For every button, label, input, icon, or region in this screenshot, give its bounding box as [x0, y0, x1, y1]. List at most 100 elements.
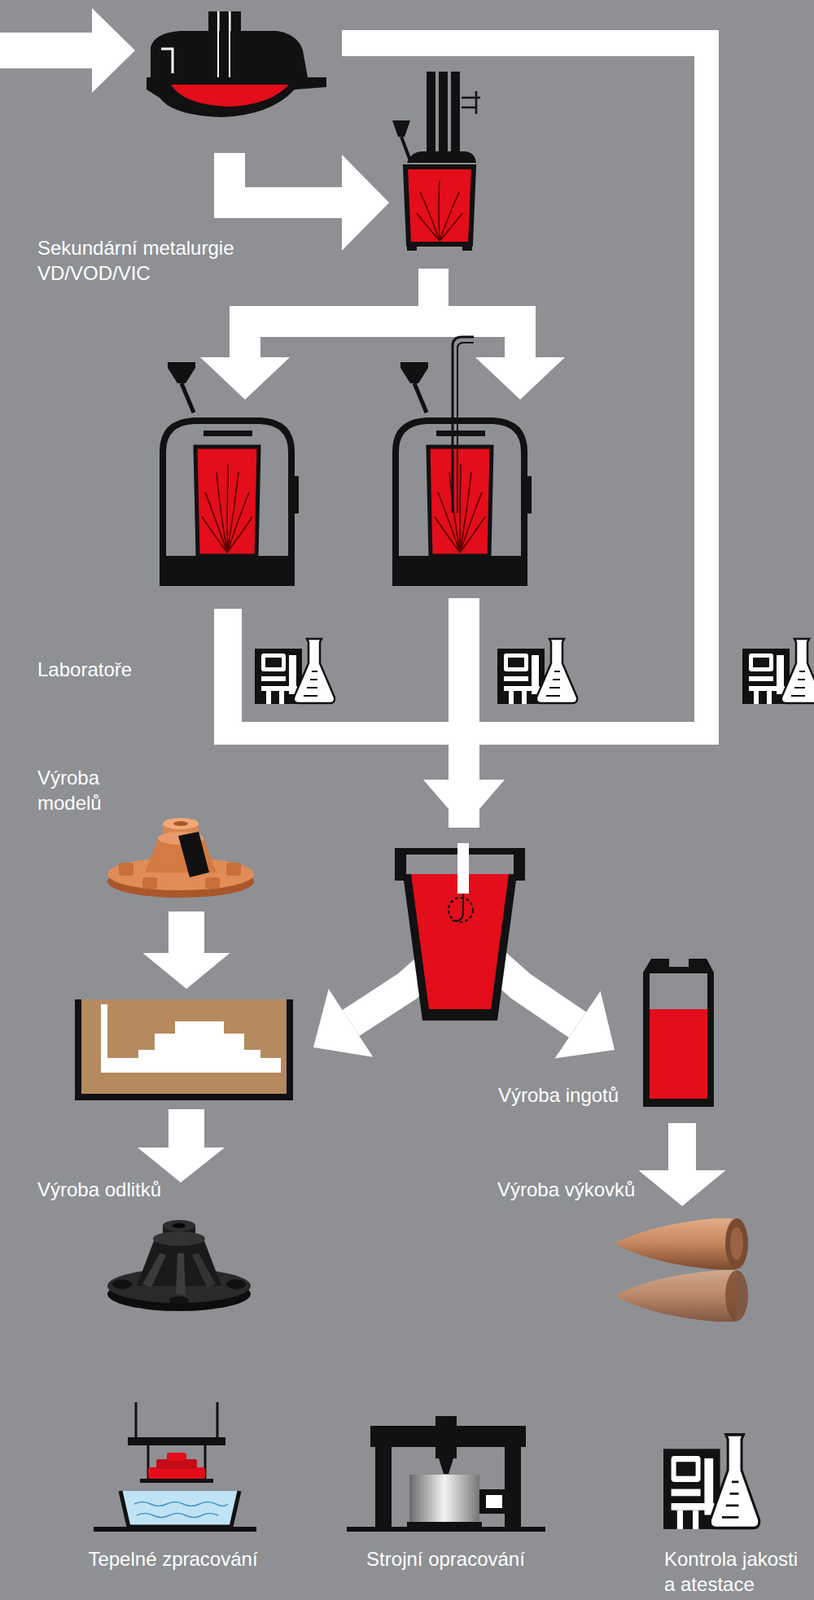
sand-mould	[100, 1004, 108, 1073]
forgings	[725, 1218, 749, 1270]
electric-arc-furnace	[146, 11, 327, 118]
teeming-ladle	[423, 779, 505, 828]
flow-arrow-layout	[214, 608, 242, 745]
stage-label: Kontrola jakosti a atestace	[664, 1546, 808, 1598]
pattern-model	[226, 862, 241, 876]
machining-icon	[479, 1489, 521, 1515]
teeming-ladle	[411, 874, 509, 1010]
machining-icon	[407, 1522, 482, 1528]
heat-treatment-icon	[120, 1491, 240, 1528]
laboratory-icon	[497, 638, 578, 705]
flow-arrow-layout	[200, 357, 290, 400]
casting	[153, 1231, 206, 1247]
row-label: Laboratoře	[37, 656, 132, 683]
flow-arrow-layout	[214, 722, 719, 745]
ladle-furnace	[407, 244, 417, 251]
flow-arrow-layout	[341, 30, 719, 57]
ladle-furnace	[462, 244, 473, 251]
electric-arc-furnace	[146, 77, 327, 118]
process-stage: Tepelné zpracování	[85, 1396, 261, 1600]
heat-treatment-icon	[216, 1402, 219, 1441]
electric-arc-furnace	[231, 11, 241, 80]
heat-treatment-icon	[166, 1452, 187, 1462]
stage-label: Strojní opracování	[325, 1546, 566, 1572]
ladle-furnace	[392, 120, 411, 137]
ladle-furnace	[426, 71, 436, 158]
stage-label: Výroba výkovků	[497, 1177, 661, 1203]
flow-arrow	[168, 911, 205, 954]
ladle-furnace	[438, 71, 448, 158]
teeming-ladle	[457, 843, 469, 894]
inflow-arrow	[0, 8, 136, 93]
pattern-model	[173, 821, 189, 827]
pattern-model	[178, 831, 210, 878]
flow-arrow-layout	[229, 306, 536, 337]
machining-icon	[346, 1416, 546, 1532]
process-stage: Výroba výkovků	[606, 1206, 753, 1321]
teeming-ladle	[452, 893, 464, 922]
process-stage: Výroba modelů	[32, 765, 265, 912]
forgings	[725, 1270, 749, 1322]
process-stage: Výroba odlitků	[32, 989, 314, 1319]
heat-treatment-icon	[148, 1467, 206, 1480]
teeming-ladle	[394, 779, 526, 1021]
machining-icon	[485, 1495, 503, 1509]
electric-arc-furnace	[170, 84, 289, 107]
process-stage: Sekundární metalurgie VD/VOD/VIC	[32, 65, 542, 599]
ingot-mould	[643, 958, 714, 1108]
pattern-model	[162, 818, 199, 830]
stage-label: Výroba ingotů	[498, 1082, 645, 1108]
forgings	[614, 1218, 749, 1322]
oxygen-lance	[452, 336, 474, 513]
casting	[142, 1253, 167, 1288]
flow-arrow-layout	[214, 153, 390, 251]
pattern-model	[142, 877, 158, 889]
process-stage: Výroba ingotů	[614, 956, 721, 1124]
heat-treatment-icon	[93, 1402, 257, 1532]
pattern-model	[205, 877, 220, 889]
electric-arc-furnace	[161, 48, 173, 74]
flow-arrow-layout	[504, 325, 536, 360]
flow-arrow-layout	[229, 325, 261, 360]
stage-label: Sekundární metalurgie VD/VOD/VIC	[37, 235, 258, 286]
ladle-furnace	[405, 166, 474, 245]
flow-arrow	[668, 1123, 696, 1171]
laboratory-icon	[254, 638, 335, 705]
pattern-model	[107, 818, 254, 898]
sand-mould	[107, 1021, 281, 1073]
casting	[107, 1220, 251, 1312]
laboratory-icon	[742, 638, 814, 705]
vacuum-vessel	[392, 362, 532, 587]
heat-treatment-icon	[93, 1527, 257, 1532]
sand-mould	[78, 999, 290, 1098]
flow-arrow-layout	[475, 357, 565, 400]
electric-arc-furnace	[208, 11, 219, 80]
heat-treatment-icon	[120, 1491, 240, 1528]
casting	[192, 1253, 216, 1288]
flow-arrow-layout	[694, 30, 719, 745]
inflow-arrow	[0, 8, 136, 93]
forgings	[614, 1218, 737, 1270]
ladle-furnace	[392, 71, 481, 251]
flow-arrow-layout	[137, 1147, 225, 1183]
heat-treatment-icon	[134, 1502, 228, 1519]
ingot-mould	[649, 1009, 708, 1099]
sand-mould	[78, 999, 290, 1098]
flow-arrow-layout	[137, 1109, 225, 1183]
oxygen-lance	[457, 342, 474, 513]
heat-treatment-icon	[135, 1402, 138, 1441]
quality-control-icon	[663, 1435, 760, 1530]
heat-treatment-icon	[127, 1437, 226, 1446]
stage-label: Tepelné zpracování	[52, 1546, 294, 1572]
forgings	[730, 1227, 744, 1261]
machining-icon	[409, 1474, 480, 1524]
machining-icon	[438, 1458, 454, 1475]
casting	[112, 1279, 132, 1290]
flow-arrow-layout	[200, 30, 719, 745]
electric-arc-furnace	[218, 11, 230, 80]
oxygen-lance	[452, 336, 474, 513]
pattern-model	[118, 862, 134, 876]
electric-arc-furnace	[219, 11, 230, 80]
